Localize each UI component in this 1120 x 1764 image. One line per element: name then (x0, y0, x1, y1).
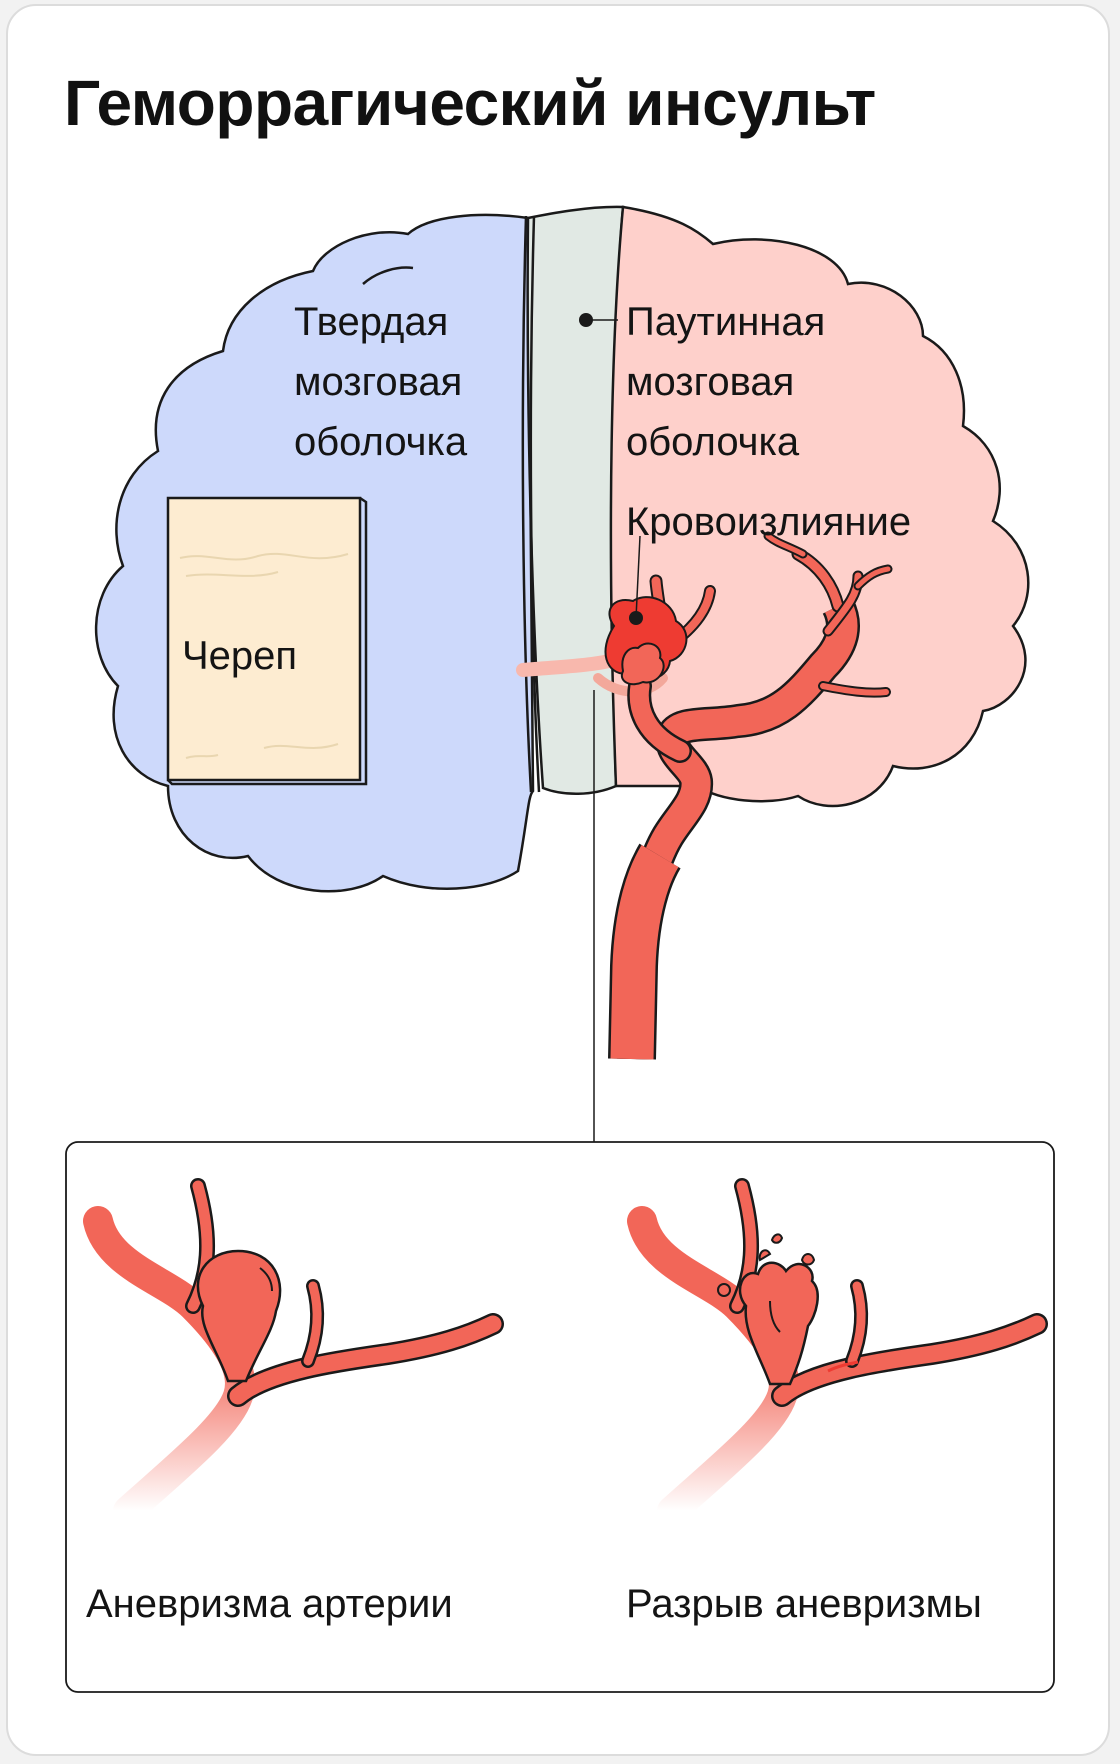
label-dura-mater: Твердая мозговая оболочка (294, 300, 468, 464)
label-hemorrhage: Кровоизлияние (626, 500, 912, 544)
hemorrhage-blob (604, 535, 688, 686)
label-rupture: Разрыв аневризмы (626, 1582, 982, 1626)
aneurysm-illustration (83, 1178, 504, 1526)
meninges-band (526, 205, 625, 796)
stroke-diagram (65, 205, 1055, 1693)
infographic-card: Геморрагический инсульт Твердая мозговая… (6, 4, 1110, 1756)
skull-plate (166, 496, 368, 786)
brain-region (609, 205, 1030, 808)
page-title: Геморрагический инсульт (64, 67, 876, 139)
label-arachnoid: Паутинная мозговая оболочка (626, 300, 826, 464)
rupture-illustration (627, 1178, 1048, 1526)
label-aneurysm: Аневризма артерии (86, 1582, 453, 1626)
label-skull: Череп (182, 634, 298, 678)
